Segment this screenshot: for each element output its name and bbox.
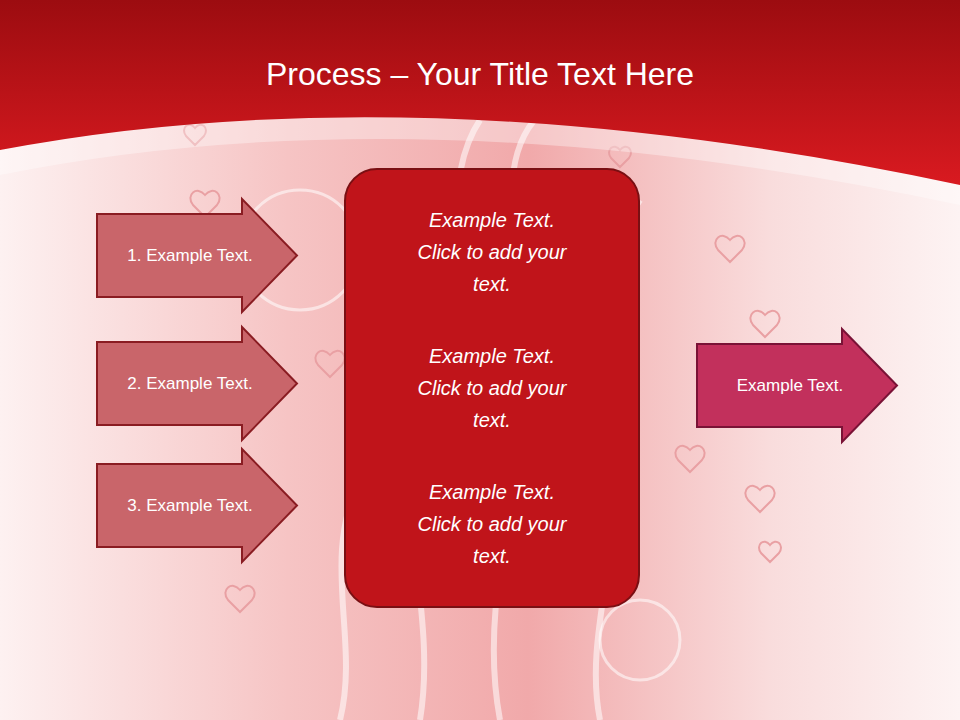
input-arrow: 3. Example Text.: [96, 448, 298, 563]
arrow-label: 2. Example Text.: [127, 373, 252, 395]
output-arrow: Example Text.: [696, 328, 898, 443]
arrow-outline: [97, 327, 297, 440]
arrow-outline: [97, 449, 297, 562]
body-text: Example Text. Click to add your text.: [417, 340, 567, 436]
swirls: [240, 100, 680, 720]
slide-title: Process – Your Title Text Here: [0, 50, 960, 98]
arrow-label: Example Text.: [737, 375, 843, 397]
title-band: [0, 0, 960, 185]
body-text: Example Text. Click to add your text.: [417, 476, 567, 572]
arrow-label: 1. Example Text.: [127, 245, 252, 267]
input-arrow: 1. Example Text.: [96, 198, 298, 313]
process-box: Example Text. Click to add your text. Exa…: [344, 168, 640, 608]
body-text: Example Text. Click to add your text.: [417, 204, 567, 300]
arrow-label: 3. Example Text.: [127, 495, 252, 517]
box-outline: [345, 169, 639, 607]
arrow-outline: [697, 329, 897, 442]
arrow-outline: [97, 199, 297, 312]
input-arrow: 2. Example Text.: [96, 326, 298, 441]
